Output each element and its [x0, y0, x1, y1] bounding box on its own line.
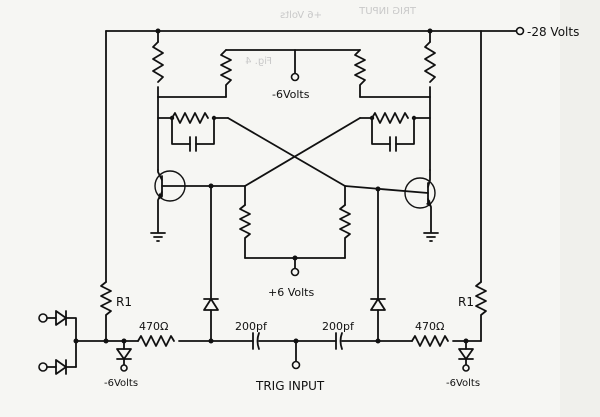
resistor-470-right — [411, 335, 449, 347]
trig-input: TRIG INPUT — [255, 340, 325, 393]
pos6-terminal — [290, 267, 300, 277]
junction-dot — [208, 183, 214, 189]
junction-dot — [369, 115, 375, 121]
junction-dot — [211, 115, 217, 121]
clamp-right-label: -6Volts — [446, 378, 480, 389]
trig-label: TRIG INPUT — [255, 379, 325, 393]
ground-left — [150, 232, 166, 242]
bias-neg6-label: -6Volts — [272, 88, 310, 101]
res-470-left-label: 470Ω — [139, 320, 168, 333]
r1-left-zigzag — [100, 281, 112, 342]
bleed-text-2: TRIG INPUT — [358, 6, 417, 17]
cap-right-label: 200pf — [322, 320, 355, 333]
supply-rail: -28 Volts — [105, 25, 579, 39]
emitter-arrow-left — [158, 193, 163, 200]
resistor-r1-right: R1 — [458, 281, 487, 342]
speedup-resistor-left — [171, 112, 209, 124]
bleed-through-text: +6 Volts TRIG INPUT Fig. 4 — [245, 6, 417, 67]
clamp-right-body — [458, 348, 474, 360]
clamp-right-terminal — [462, 364, 470, 372]
top-resistor-network: -6Volts — [152, 41, 436, 171]
r1-right-zigzag — [475, 281, 487, 342]
supply-label: -28 Volts — [527, 25, 579, 39]
r1-left-label: R1 — [116, 295, 132, 309]
supply-terminal — [515, 26, 525, 36]
bias-resistor-left — [220, 49, 232, 98]
junction-dot — [411, 115, 417, 121]
clamp-left-body — [116, 348, 132, 360]
junction-dot — [73, 338, 79, 344]
transistor-body-right — [404, 177, 436, 209]
cross-coupling-b — [244, 117, 361, 187]
bias-resistor-right — [354, 49, 366, 98]
paper-shadow — [560, 0, 600, 417]
speedup-resistor-right — [371, 112, 409, 124]
resistor-r1-left: R1 — [100, 281, 132, 342]
emitter-arrow-right — [426, 200, 431, 207]
transistor-left — [154, 169, 246, 233]
w2 — [171, 117, 191, 145]
left-speedup-network — [157, 112, 229, 152]
resistor-470-left — [137, 335, 175, 347]
junction-dot — [155, 28, 161, 34]
pos6-label: +6 Volts — [268, 286, 314, 299]
w7 — [395, 117, 415, 145]
junction-dot — [293, 338, 299, 344]
transistor-right — [344, 169, 436, 233]
r1-right-label: R1 — [458, 295, 474, 309]
junction-dot — [208, 338, 214, 344]
bias-neg6-terminal — [290, 72, 300, 82]
input-diode-bottom — [55, 359, 67, 375]
clamp-diode-right: -6Volts — [446, 340, 480, 389]
input-terminal-bottom — [38, 362, 48, 372]
input-diodes — [38, 310, 77, 375]
base-resistor-left — [239, 204, 251, 259]
res-470-right-label: 470Ω — [415, 320, 444, 333]
base-resistor-right — [339, 204, 351, 259]
junction-dot — [427, 28, 433, 34]
trig-terminal — [291, 360, 301, 370]
collector-lead-right — [427, 169, 431, 188]
clamp-left-label: -6Volts — [104, 378, 138, 389]
cross-coupling-a — [227, 117, 346, 187]
junction-dot — [375, 186, 381, 192]
ground-right — [423, 232, 439, 242]
collector-lead-left — [157, 169, 163, 181]
bleed-text-1: +6 Volts — [280, 10, 322, 21]
junction-dot — [121, 338, 127, 344]
cap-left-plate-b — [256, 332, 260, 350]
junction-dot — [292, 255, 298, 261]
base-bias-network: +6 Volts — [239, 185, 351, 299]
collector-resistor-right — [424, 41, 436, 83]
steering-diode-right — [370, 188, 386, 342]
junction-dot — [375, 338, 381, 344]
input-terminal-top — [38, 313, 48, 323]
bleed-text-3: Fig. 4 — [245, 56, 272, 67]
junction-dot — [103, 338, 109, 344]
clamp-left-terminal — [120, 364, 128, 372]
junction-dot — [169, 115, 175, 121]
input-diode-top — [55, 310, 67, 326]
w3 — [195, 117, 215, 145]
junction-dot — [463, 338, 469, 344]
right-speedup-network — [359, 112, 431, 152]
cap-left-label: 200pf — [235, 320, 268, 333]
junction-dots — [73, 28, 469, 344]
base-wire-right — [344, 185, 429, 194]
w6 — [371, 117, 391, 145]
cap-right-plate-b — [339, 332, 343, 350]
collector-resistor-left — [152, 41, 164, 83]
steering-diode-left — [203, 185, 219, 342]
in-wire-2 — [65, 317, 77, 368]
